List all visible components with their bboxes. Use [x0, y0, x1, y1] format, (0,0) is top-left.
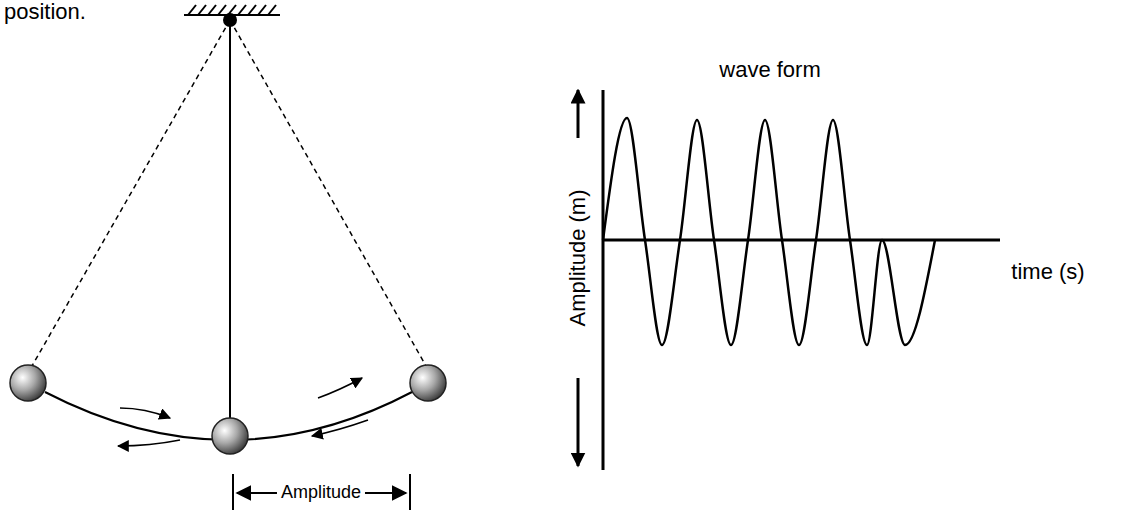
graph-axes	[603, 90, 1000, 470]
waveform	[603, 118, 935, 345]
pendulum-bob	[410, 365, 446, 401]
amplitude-dimension	[233, 474, 410, 510]
axis-arrow	[577, 378, 580, 466]
axis-label: time (s)	[1011, 260, 1084, 284]
axis-arrow	[577, 90, 580, 138]
pendulum-bob	[212, 418, 248, 454]
dashed-string	[230, 20, 426, 366]
dashed-string	[32, 20, 230, 366]
pendulum-bob	[10, 365, 46, 401]
axis-label: Amplitude (m)	[566, 190, 590, 327]
graph-title: wave form	[719, 58, 820, 82]
cropped-heading: position.	[4, 0, 86, 24]
pendulum-string	[229, 20, 231, 418]
wave-curve	[603, 118, 935, 345]
dimension-label: Amplitude	[277, 483, 365, 503]
